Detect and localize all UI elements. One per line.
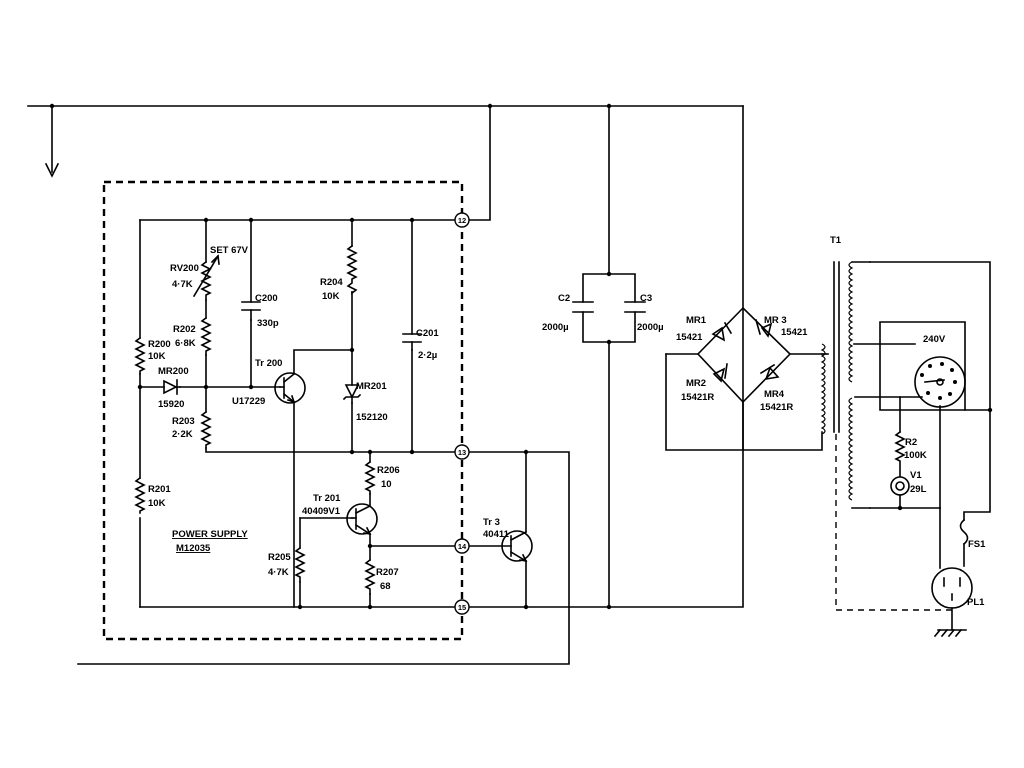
capacitor-c200 <box>241 301 261 321</box>
terminal-12: 12 <box>454 212 470 228</box>
pl1-ref-label: PL1 <box>967 597 985 608</box>
t1-ref-label: T1 <box>830 235 842 246</box>
r205-value-label: 4·7K <box>268 567 289 578</box>
fs1-ref-label: FS1 <box>968 539 986 550</box>
top-rail <box>27 103 744 221</box>
transistor-tr3 <box>467 451 533 608</box>
labels: SET 67V RV200 4·7K R200 10K R202 6·8K MR… <box>148 235 986 608</box>
mr2-ref-label: MR2 <box>686 378 706 389</box>
c201-value-label: 2·2µ <box>418 350 437 361</box>
tr200-type-label: U17229 <box>232 396 265 407</box>
r203-value-label: 2·2K <box>172 429 193 440</box>
r204-ref-label: R204 <box>320 277 343 288</box>
mr1-ref-label: MR1 <box>686 315 707 326</box>
resistor-r206 <box>364 460 376 495</box>
r201-value-label: 10K <box>148 498 166 509</box>
resistor-r205 <box>294 546 306 583</box>
svg-text:15: 15 <box>458 603 466 612</box>
r2-value-label: 100K <box>904 450 927 461</box>
reservoir-capacitors <box>572 105 646 608</box>
r2-ref-label: R2 <box>905 437 917 448</box>
c200-value-label: 330p <box>257 318 279 329</box>
mr3-value-label: 15421 <box>781 327 808 338</box>
r207-ref-label: R207 <box>376 567 399 578</box>
r203-ref-label: R203 <box>172 416 195 427</box>
capacitor-c201 <box>402 333 422 351</box>
r200-value-label: 10K <box>148 351 166 362</box>
v1-ref-label: V1 <box>910 470 922 481</box>
resistor-r207 <box>364 558 376 595</box>
svg-text:13: 13 <box>458 448 466 457</box>
mains-tapping-panel <box>853 261 993 509</box>
transformer-t1 <box>742 261 871 509</box>
c201-ref-label: C201 <box>416 328 439 339</box>
tr200-ref-label: Tr 200 <box>255 358 282 369</box>
r200-ref-label: R200 <box>148 339 171 350</box>
c2-ref-label: C2 <box>558 293 570 304</box>
c2-value-label: 2000µ <box>542 322 569 333</box>
mr200-value-label: 15920 <box>158 399 184 410</box>
mr1-value-label: 15421 <box>676 332 703 343</box>
c200-ref-label: C200 <box>255 293 278 304</box>
c3-value-label: 2000µ <box>637 322 664 333</box>
r204-value-label: 10K <box>322 291 340 302</box>
c3-ref-label: C3 <box>640 293 652 304</box>
tr3-ref-label: Tr 3 <box>483 517 500 528</box>
tr201-ref-label: Tr 201 <box>313 493 341 504</box>
fuse-fs1 <box>959 409 991 567</box>
resistor-r2 <box>894 430 906 477</box>
rv200-ref-label: RV200 <box>170 263 199 274</box>
svg-text:12: 12 <box>458 216 466 225</box>
external-wiring <box>77 105 744 665</box>
transistor-tr201 <box>346 503 378 536</box>
r202-value-label: 6·8K <box>175 338 196 349</box>
tr3-type-label: 40411 <box>483 529 510 540</box>
r206-ref-label: R206 <box>377 465 400 476</box>
r205-ref-label: R205 <box>268 552 291 563</box>
mr4-ref-label: MR4 <box>764 389 785 400</box>
resistor-r202 <box>200 316 212 356</box>
junction-dots <box>137 217 415 610</box>
terminal-13: 13 <box>454 444 470 460</box>
resistor-r204 <box>346 244 358 295</box>
zener-mr201 <box>342 384 362 404</box>
terminal-15: 15 <box>454 599 470 615</box>
r202-ref-label: R202 <box>173 324 196 335</box>
mains-plug-pl1 <box>835 432 973 638</box>
resistor-r200 <box>134 336 146 375</box>
r201-ref-label: R201 <box>148 484 171 495</box>
r206-value-label: 10 <box>381 479 392 490</box>
zener-mr200 <box>163 379 181 395</box>
mr2-value-label: 15421R <box>681 392 714 403</box>
resistor-r201 <box>134 476 146 514</box>
bridge-rectifier <box>665 306 823 451</box>
neon-lamp-v1 <box>890 476 910 511</box>
module-title: POWER SUPPLY <box>172 529 248 540</box>
rv200-setting-label: SET 67V <box>210 245 249 256</box>
transistor-tr200 <box>274 372 306 404</box>
resistor-r203 <box>200 410 212 449</box>
potentiometer-rv200 <box>192 254 220 301</box>
module-part-number: M12035 <box>176 543 211 554</box>
mr3-ref-label: MR 3 <box>764 315 787 326</box>
tr201-type-label: 40409V1 <box>302 506 341 517</box>
mr201-value-label: 152120 <box>356 412 388 423</box>
mr4-value-label: 15421R <box>760 402 793 413</box>
r207-value-label: 68 <box>380 581 391 592</box>
mr200-ref-label: MR200 <box>158 366 189 377</box>
mr201-ref-label: MR201 <box>356 381 387 392</box>
svg-text:14: 14 <box>458 542 467 551</box>
module-wiring <box>139 219 456 608</box>
terminal-14: 14 <box>454 538 470 554</box>
mains-tap-label: 240V <box>923 334 946 345</box>
v1-type-label: 29L <box>910 484 927 495</box>
rv200-value-label: 4·7K <box>172 279 193 290</box>
